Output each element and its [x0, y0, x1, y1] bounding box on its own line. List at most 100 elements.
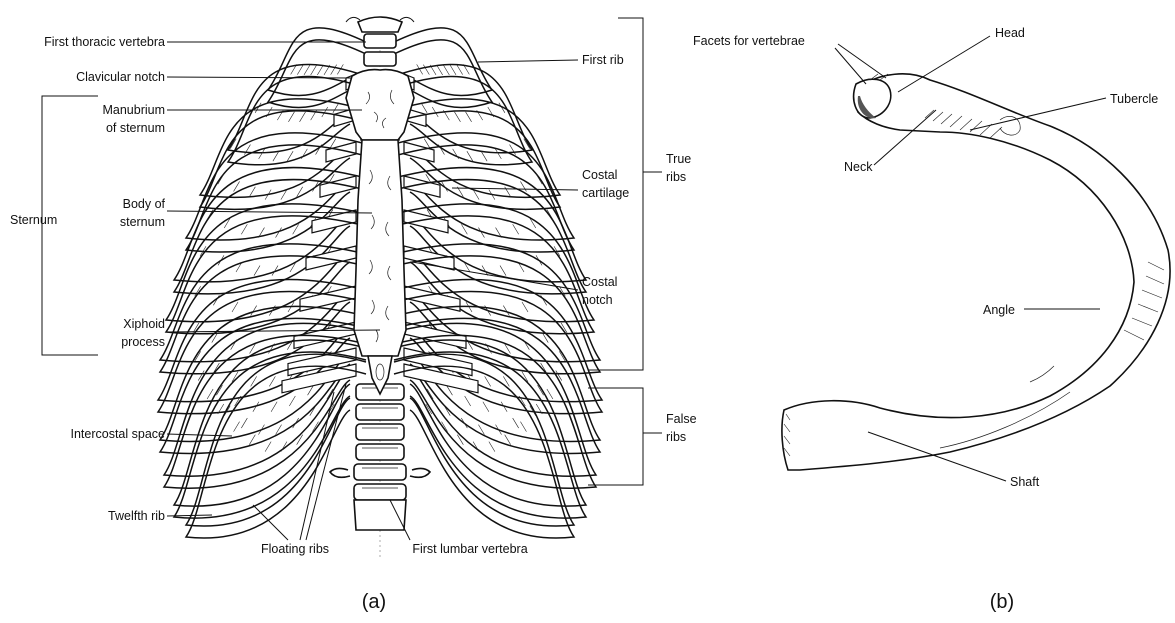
hatch-line [457, 65, 463, 75]
label-first-lumbar-vertebra: First lumbar vertebra [412, 542, 527, 556]
hatch-line [489, 442, 495, 452]
hatch-line [465, 396, 471, 406]
thoracic-vertebra [364, 34, 396, 48]
label-costal-notch-line2: notch [582, 293, 613, 307]
leader-head [898, 36, 990, 92]
label-twelfth-rib: Twelfth rib [108, 509, 165, 523]
hatch-line [271, 402, 277, 412]
hatch-line [311, 65, 317, 75]
hatch-line [241, 224, 247, 234]
label-facets-for-vertebrae: Facets for vertebrae [693, 34, 805, 48]
hatch-line [288, 112, 294, 122]
leader-facets-2 [838, 44, 886, 78]
panel-b-letter: (b) [990, 591, 1014, 613]
rib-hatching [291, 64, 344, 75]
hatch-line [297, 65, 303, 75]
hatch-line [293, 418, 299, 428]
hatch-line [500, 266, 506, 276]
label-sternum: Sternum [10, 213, 57, 227]
hatch-line [513, 418, 519, 428]
right-ribs [394, 28, 602, 538]
label-costal-cartilage-line2: cartilage [582, 186, 629, 200]
single-rib-illustration [782, 74, 1170, 470]
label-costal-notch-line1: Costal [582, 275, 617, 289]
hatch-line [505, 435, 511, 445]
rib-hatching [417, 64, 470, 75]
hatch-line [265, 442, 271, 452]
label-manubrium-line1: Manubrium [102, 103, 165, 117]
hatch-line [421, 103, 427, 113]
vertebra-body [354, 484, 406, 500]
label-true-ribs-line2: ribs [666, 170, 686, 184]
hatch-line [505, 187, 511, 197]
label-false-ribs-line1: False [666, 412, 697, 426]
panel-a-letter: (a) [362, 591, 386, 613]
hatch-line [232, 302, 238, 312]
hatch-line [443, 65, 449, 75]
leader-costal-notch [412, 262, 578, 290]
label-head: Head [995, 26, 1025, 40]
hatch-line [218, 174, 224, 184]
hatch-line [513, 224, 519, 234]
hatch-line [269, 376, 275, 386]
hatch-line [522, 302, 528, 312]
hatch-line [483, 402, 489, 412]
vertebra-body [356, 424, 404, 440]
label-xiphoid-line2: process [121, 335, 165, 349]
hatch-line [234, 422, 240, 432]
vertebra-body [354, 464, 406, 480]
label-intercostal-space: Intercostal space [71, 427, 166, 441]
hatch-line [536, 174, 542, 184]
rib-hatching [421, 103, 505, 122]
label-tubercle: Tubercle [1110, 92, 1158, 106]
label-manubrium-line2: of sternum [106, 121, 165, 135]
hatch-line [300, 112, 306, 122]
label-first-rib: First rib [582, 53, 624, 67]
vertebra-top [358, 17, 402, 32]
label-clavicular-notch: Clavicular notch [76, 70, 165, 84]
label-costal-cartilage-line1: Costal [582, 168, 617, 182]
label-body-line2: sternum [120, 215, 165, 229]
hatch-line [207, 389, 213, 399]
hatch-line [304, 65, 310, 75]
first-lumbar-vertebra [354, 500, 406, 530]
label-first-thoracic-vertebra: First thoracic vertebra [44, 35, 165, 49]
hatch-line [466, 112, 472, 122]
vertebra-body [356, 444, 404, 460]
hatch-line [289, 396, 295, 406]
hatch-line [331, 65, 337, 75]
hatch-line [454, 112, 460, 122]
hatch-line [234, 181, 240, 191]
leader-first-rib [478, 60, 578, 62]
label-angle: Angle [983, 303, 1015, 317]
hatch-line [317, 65, 323, 75]
leader-twelfth-rib [167, 515, 212, 516]
hatch-line [333, 103, 339, 113]
label-neck: Neck [844, 160, 873, 174]
left-ribs [158, 28, 366, 538]
hatch-line [423, 65, 429, 75]
hatch-line [450, 65, 456, 75]
label-xiphoid-line1: Xiphoid [123, 317, 165, 331]
hatch-line [520, 181, 526, 191]
hatch-line [461, 418, 467, 428]
hatch-line [547, 389, 553, 399]
hatch-line [249, 435, 255, 445]
label-false-ribs-line2: ribs [666, 430, 686, 444]
leader-intercostal-space [167, 434, 232, 436]
hatch-line [241, 418, 247, 428]
hatch-line [301, 149, 307, 159]
hatch-line [249, 187, 255, 197]
hatch-line [437, 65, 443, 75]
hatch-line [254, 266, 260, 276]
rib-hatching [255, 103, 339, 122]
hatch-line [547, 210, 553, 220]
label-shaft: Shaft [1010, 475, 1040, 489]
thoracic-cage-illustration [158, 17, 602, 560]
label-true-ribs-line1: True [666, 152, 691, 166]
label-body-line1: Body of [123, 197, 166, 211]
hatch-line [520, 422, 526, 432]
hatch-line [485, 376, 491, 386]
hatch-line [453, 149, 459, 159]
